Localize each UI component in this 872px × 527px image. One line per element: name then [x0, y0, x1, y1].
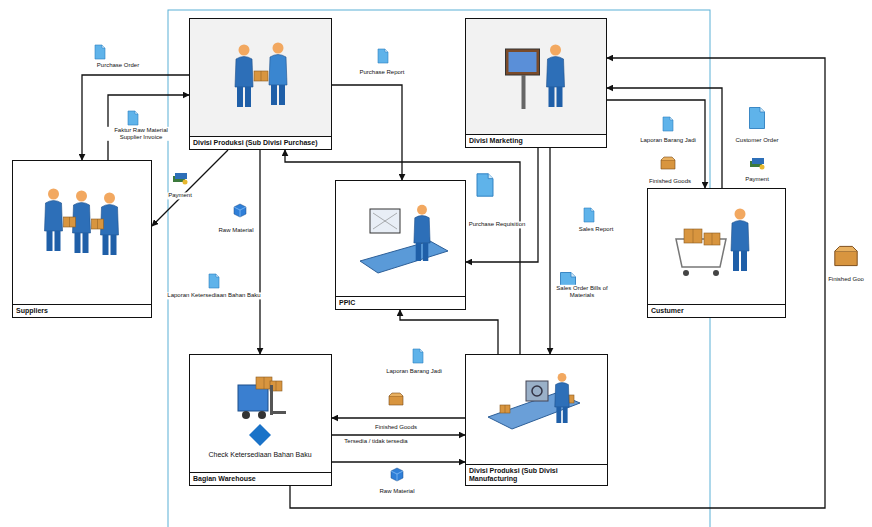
flow-label: Raw Material: [378, 488, 415, 495]
flow-label: Finished Goods: [374, 424, 418, 431]
doc-icon: [663, 117, 673, 131]
box-icon: [389, 393, 403, 405]
flow-arrow: [259, 150, 260, 354]
flow-arrow: [82, 75, 189, 160]
process-box: Suppliers: [12, 160, 152, 318]
flow-arrow: [332, 461, 465, 462]
flow-label: Sales Order Bills of Materials: [551, 285, 613, 299]
flow-label: Laporan Barang Jadi: [639, 137, 697, 144]
flow-arrow: [607, 88, 722, 188]
flow-label: Purchase Requisition: [468, 221, 527, 228]
flow-label: Sales Report: [578, 226, 615, 233]
box-illustration: [13, 161, 150, 302]
flow-label: Finished Goo: [827, 276, 865, 283]
doc-icon: [584, 208, 594, 222]
box-icon: [661, 157, 675, 169]
doc-icon: [128, 111, 138, 125]
box-illustration: [466, 19, 605, 132]
flow-arrow: [152, 150, 228, 226]
box-title: Bagian Warehouse: [190, 472, 331, 485]
diamond-shape: [205, 423, 315, 447]
box-illustration: [648, 189, 784, 302]
box-illustration: [336, 181, 464, 294]
process-box: Divisi Marketing: [465, 18, 607, 148]
flow-arrow: [332, 417, 465, 418]
money-icon: [173, 173, 188, 185]
box-title: Suppliers: [13, 304, 151, 317]
flow-label: Payment: [167, 192, 193, 199]
cube-icon: [234, 204, 246, 217]
flow-label: Tersedia / tidak tersedia: [343, 438, 408, 445]
flow-arrow: [285, 150, 520, 354]
money-icon: [750, 158, 765, 170]
process-box: Bagian Warehouse Check Ketersediaan Bahan…: [189, 354, 332, 486]
flow-label: Purchase Order: [96, 62, 140, 69]
flow-arrow: [108, 95, 189, 160]
box-title: Custumer: [648, 304, 785, 317]
decision-diamond: Check Ketersediaan Bahan Baku: [205, 423, 315, 459]
doc-icon: [477, 174, 493, 196]
doc-icon: [750, 108, 765, 129]
doc-icon: [413, 349, 423, 363]
flow-label: Purchase Report: [358, 69, 405, 76]
flow-arrow: [549, 148, 550, 354]
flow-label: Raw Material: [217, 227, 254, 234]
doc-icon: [95, 45, 105, 59]
box-title: PPIC: [336, 296, 465, 309]
flow-arrow: [466, 148, 538, 262]
decision-label: Check Ketersediaan Bahan Baku: [205, 451, 315, 459]
flow-arrow: [607, 100, 705, 188]
doc-icon: [209, 274, 219, 288]
process-box: Divisi Produksi (Sub Divisi Manufacturin…: [465, 354, 608, 486]
box-icon: [835, 246, 857, 265]
process-box: Custumer: [647, 188, 786, 318]
flow-label: Laporan Barang Jadi: [385, 368, 443, 375]
doc-icon: [378, 49, 388, 63]
box-illustration: [466, 355, 606, 462]
box-title: Divisi Produksi (Sub Divisi Manufacturin…: [466, 464, 607, 485]
diamond-outline: [249, 424, 271, 446]
box-title: Divisi Produksi (Sub Divisi Purchase): [190, 136, 331, 149]
note-label: Laporan Ketersediaan Bahan Baku: [166, 292, 261, 299]
flow-arrow: [332, 85, 402, 180]
flow-arrow: [400, 310, 498, 354]
note-label: Finished Goods: [648, 178, 692, 185]
note-label: Payment: [744, 176, 770, 183]
box-title: Divisi Marketing: [466, 134, 606, 147]
flow-label: Customer Order: [734, 137, 779, 144]
box-illustration: [190, 19, 330, 134]
process-box: PPIC: [335, 180, 466, 310]
flow-label: Faktur Raw Material Supplier Invoice: [107, 127, 175, 141]
cube-icon: [391, 468, 403, 481]
process-box: Divisi Produksi (Sub Divisi Purchase): [189, 18, 332, 150]
